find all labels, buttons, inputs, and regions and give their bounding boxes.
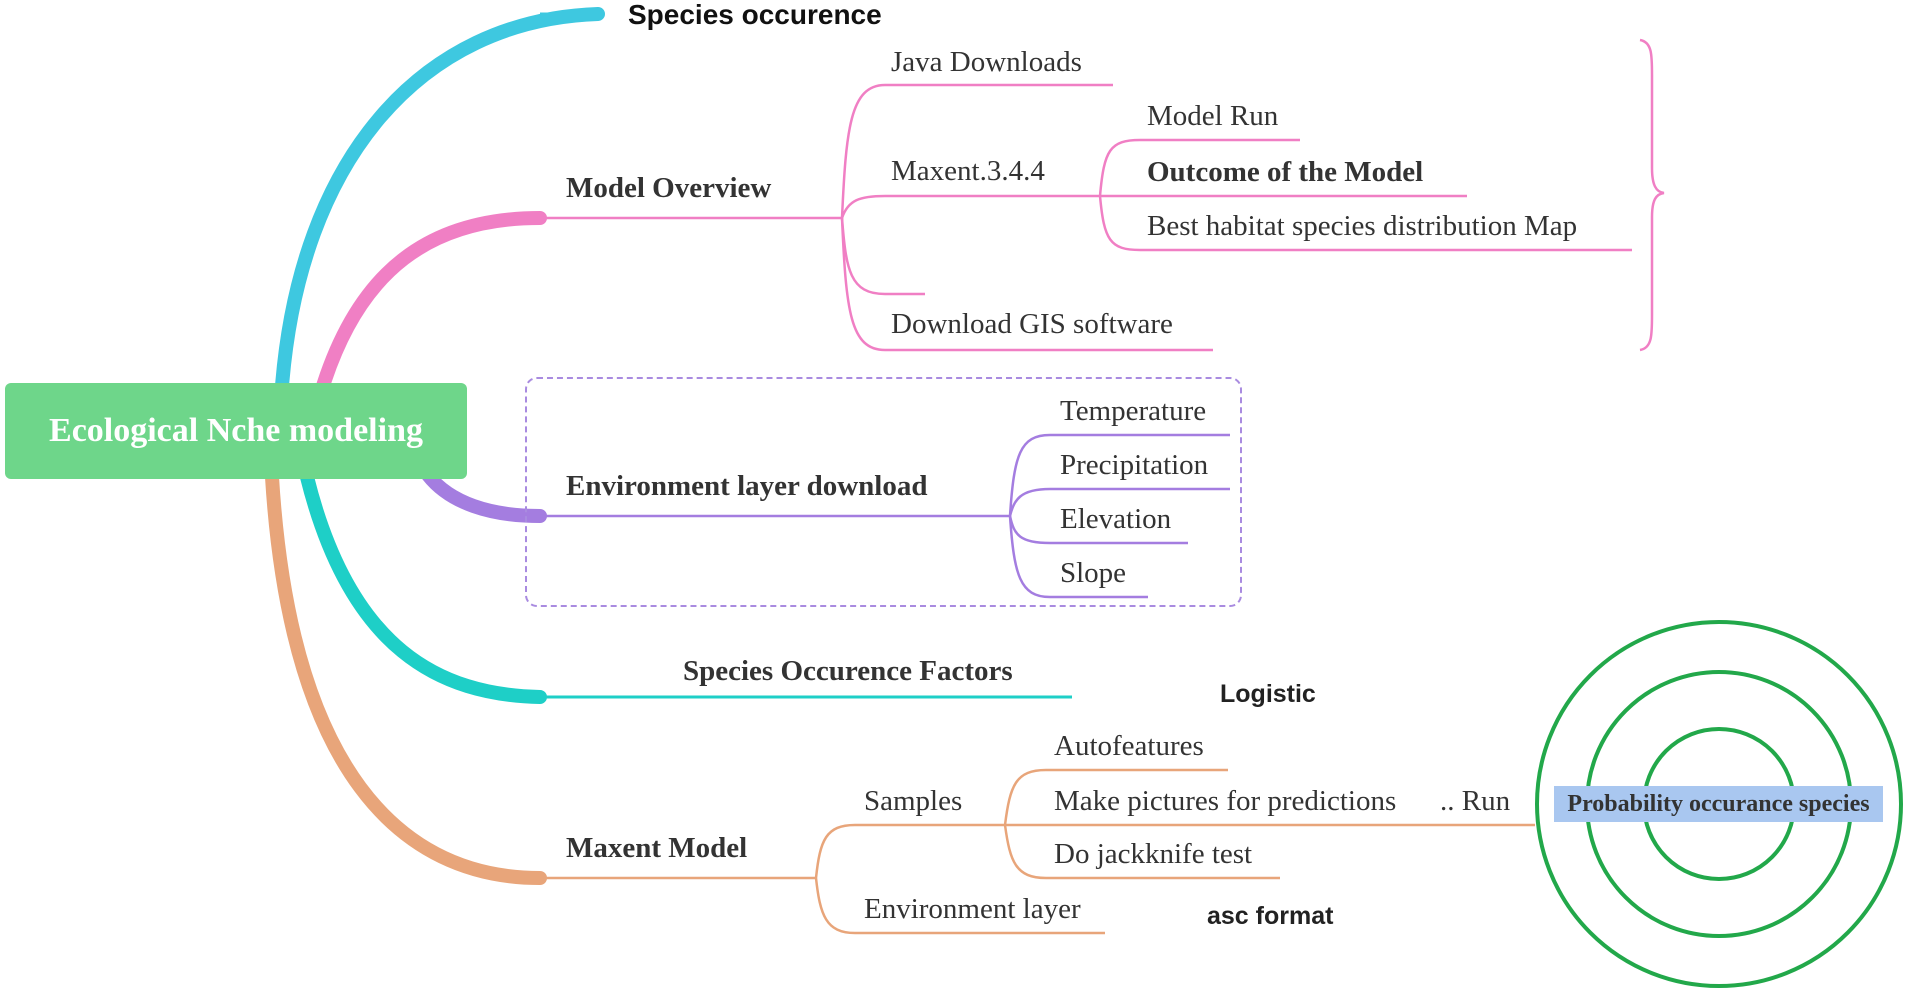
node-make-pictures: Make pictures for predictions [1054,785,1397,817]
node-precipitation: Precipitation [1060,449,1209,481]
node-environment-layer-download: Environment layer download [566,470,928,502]
trunk-model-overview [316,211,547,393]
node-outcome: Outcome of the Model [1147,156,1424,188]
annotation-logistic: Logistic [1220,680,1316,708]
trunk-factors [300,470,547,704]
node-jackknife: Do jackknife test [1054,838,1253,870]
node-autofeatures: Autofeatures [1054,730,1204,762]
trunk-species-occurence [275,7,605,393]
annotation-asc-format: asc format [1207,902,1334,930]
node-model-run: Model Run [1147,100,1279,132]
curve-download-gis [840,217,1213,352]
brace-right [1639,38,1665,352]
maxent-model-links [540,768,1535,935]
environment-links [540,433,1230,599]
node-species-occurence: Species occurence [628,0,882,30]
node-slope: Slope [1060,557,1127,589]
node-environment-layer: Environment layer [864,893,1081,925]
node-run: .. Run [1440,785,1511,817]
curve-blank [840,217,925,296]
curve-slope [1008,515,1148,599]
node-species-occurence-factors: Species Occurence Factors [683,655,1013,687]
curve-best-habitat [1098,195,1632,252]
root-node-label: Ecological Nche modeling [49,412,423,449]
curve-autofeatures [1003,768,1228,826]
node-model-overview: Model Overview [566,172,772,204]
node-maxent-version: Maxent.3.4.4 [891,155,1045,187]
node-best-habitat: Best habitat species distribution Map [1147,210,1578,242]
node-java-downloads: Java Downloads [891,46,1082,78]
curve-model-run [1098,138,1300,197]
node-elevation: Elevation [1060,503,1172,535]
curve-temperature [1008,433,1230,517]
model-overview-links [540,38,1665,352]
ring-outer [1535,620,1903,988]
environment-group-frame [525,377,1242,607]
trunk-environment [421,468,547,523]
root-node [5,383,467,479]
curve-jackknife [1003,824,1280,880]
node-download-gis: Download GIS software [891,308,1173,340]
curve-precipitation [1008,487,1230,517]
node-samples: Samples [864,785,963,817]
trunk-maxent-model [265,470,547,885]
node-probability-occurance: Probability occurance species [1554,786,1883,822]
curve-samples [814,823,1005,879]
node-temperature: Temperature [1060,395,1207,427]
node-maxent-model: Maxent Model [566,832,748,864]
curve-environment-layer [814,877,1105,935]
curve-java-downloads [840,83,1113,219]
curve-maxent [840,194,1100,219]
